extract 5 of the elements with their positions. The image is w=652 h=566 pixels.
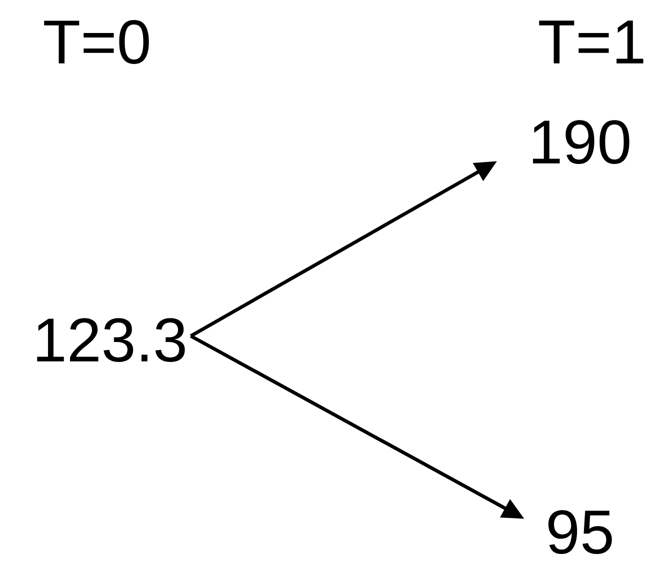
time-label: T=1 xyxy=(539,20,644,64)
value-label: 95 xyxy=(548,510,612,554)
time-label: T=0 xyxy=(44,20,149,64)
value-label: 190 xyxy=(533,120,630,164)
value-label: 123.3 xyxy=(37,318,185,362)
